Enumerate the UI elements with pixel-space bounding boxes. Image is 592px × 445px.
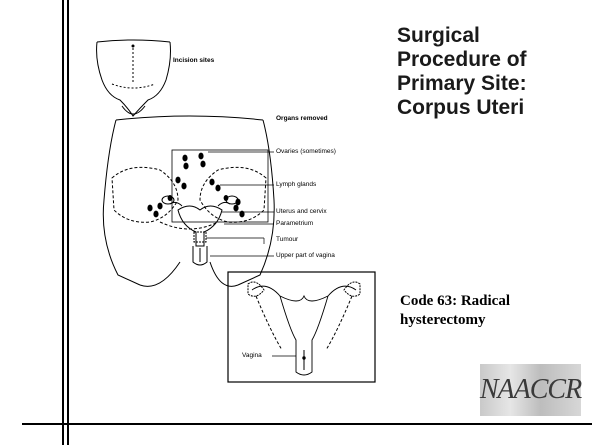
uterus-cervix-label: Uterus and cervix <box>276 208 327 215</box>
procedure-code: Code 63: Radical hysterectomy <box>400 292 585 330</box>
slide-title: Surgical Procedure of Primary Site: Corp… <box>397 24 589 120</box>
parametrium-label: Parametrium <box>276 220 313 227</box>
ovaries-label: Ovaries (sometimes) <box>276 148 336 155</box>
tumour-label: Tumour <box>276 236 298 243</box>
inset-box <box>228 272 375 382</box>
incision-sites-label: Incision sites <box>173 57 214 64</box>
vagina-inset-label: Vagina <box>242 352 262 359</box>
upper-vagina-label: Upper part of vagina <box>276 252 335 259</box>
lymph-glands-label: Lymph glands <box>276 181 316 188</box>
pelvis-drawing <box>103 116 274 286</box>
organs-removed-label: Organs removed <box>276 115 328 122</box>
logo-text: NAACCR <box>480 374 581 406</box>
naaccr-logo: NAACCR <box>480 364 581 416</box>
incision-torso-sketch <box>97 40 171 116</box>
